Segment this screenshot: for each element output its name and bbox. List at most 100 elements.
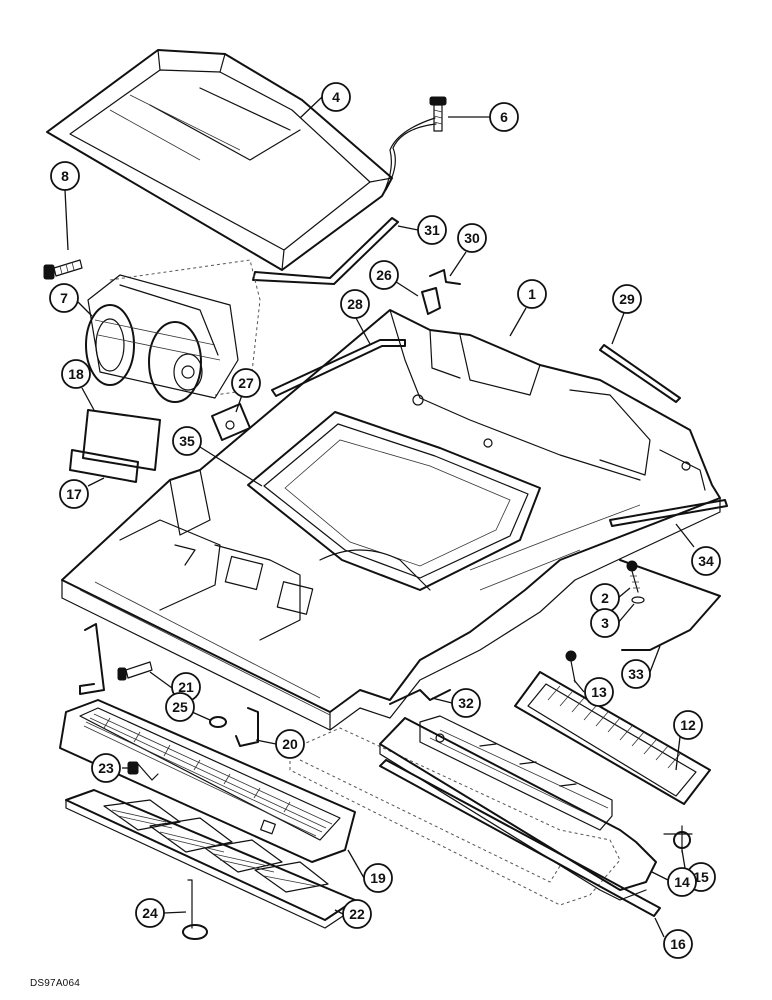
callout-25: 25 xyxy=(165,692,195,722)
part-pad-17 xyxy=(69,449,139,483)
part-roof-frame xyxy=(61,309,721,731)
callout-34: 34 xyxy=(691,546,721,576)
callout-number: 2 xyxy=(601,590,609,606)
callout-number: 15 xyxy=(693,869,709,885)
callout-circle xyxy=(590,608,620,638)
callout-number: 14 xyxy=(674,874,690,890)
callout-16: 16 xyxy=(663,929,693,959)
part-hidden-panel xyxy=(289,727,621,906)
callout-1: 1 xyxy=(517,279,547,309)
callout-circle xyxy=(231,368,261,398)
callout-6: 6 xyxy=(489,102,519,132)
part-screw-8 xyxy=(43,259,83,280)
callout-number: 34 xyxy=(698,553,714,569)
callout-number: 12 xyxy=(680,717,696,733)
callout-circle xyxy=(612,284,642,314)
callout-14: 14 xyxy=(667,867,697,897)
callout-circle xyxy=(517,279,547,309)
callout-33: 33 xyxy=(621,659,651,689)
part-louver-12 xyxy=(514,671,711,805)
callout-31: 31 xyxy=(417,215,447,245)
part-cover xyxy=(46,49,437,271)
callout-circle xyxy=(369,260,399,290)
callout-number: 6 xyxy=(500,109,508,125)
callout-circle xyxy=(417,215,447,245)
callout-circle xyxy=(340,289,370,319)
callout-12: 12 xyxy=(673,710,703,740)
part-seal-29 xyxy=(599,344,681,403)
part-block-27 xyxy=(211,403,251,441)
callout-circle xyxy=(275,729,305,759)
part-seal-28 xyxy=(271,339,406,397)
part-gasket-31 xyxy=(252,217,399,285)
callout-number: 8 xyxy=(61,168,69,184)
callout-number: 28 xyxy=(347,296,363,312)
callout-circle xyxy=(457,223,487,253)
callout-number: 29 xyxy=(619,291,635,307)
callout-number: 26 xyxy=(376,267,392,283)
part-screw-6 xyxy=(429,96,447,132)
callout-number: 24 xyxy=(142,905,158,921)
callout-18: 18 xyxy=(61,359,91,389)
callout-19: 19 xyxy=(363,863,393,893)
part-blower-assembly xyxy=(85,259,261,403)
part-knob-15 xyxy=(663,825,693,853)
callout-circle xyxy=(363,863,393,893)
callout-number: 23 xyxy=(98,760,114,776)
callout-number: 20 xyxy=(282,736,298,752)
part-screw-23 xyxy=(127,761,159,781)
callout-22: 22 xyxy=(342,899,372,929)
part-pad-18 xyxy=(82,409,161,471)
callout-number: 25 xyxy=(172,699,188,715)
callout-26: 26 xyxy=(369,260,399,290)
callout-2: 2 xyxy=(590,583,620,613)
leader-lines xyxy=(64,96,695,938)
callout-circle xyxy=(49,283,79,313)
part-washer-3 xyxy=(631,596,645,604)
callout-29: 29 xyxy=(612,284,642,314)
callout-17: 17 xyxy=(59,479,89,509)
callout-13: 13 xyxy=(584,677,614,707)
part-rail-34 xyxy=(609,499,728,527)
callout-number: 16 xyxy=(670,936,686,952)
callout-7: 7 xyxy=(49,283,79,313)
callout-number: 31 xyxy=(424,222,440,238)
part-bracket-30 xyxy=(429,269,461,285)
callout-number: 33 xyxy=(628,666,644,682)
part-bracket-20 xyxy=(235,707,259,747)
callout-number: 3 xyxy=(601,615,609,631)
callout-circle xyxy=(584,677,614,707)
callout-circle xyxy=(489,102,519,132)
callout-number: 17 xyxy=(66,486,82,502)
part-rod-33 xyxy=(619,559,721,651)
callout-number: 19 xyxy=(370,870,386,886)
callout-number: 4 xyxy=(332,89,340,105)
callout-circle xyxy=(135,898,165,928)
callout-number: 18 xyxy=(68,366,84,382)
callout-number: 35 xyxy=(179,433,195,449)
callout-circle xyxy=(172,426,202,456)
callout-8: 8 xyxy=(50,161,80,191)
callout-28: 28 xyxy=(340,289,370,319)
callout-4: 4 xyxy=(321,82,351,112)
callout-24: 24 xyxy=(135,898,165,928)
callout-circle xyxy=(59,479,89,509)
callout-circle xyxy=(451,688,481,718)
callout-circle xyxy=(621,659,651,689)
callout-23: 23 xyxy=(91,753,121,783)
part-vent-housing-14 xyxy=(379,715,657,901)
callout-20: 20 xyxy=(275,729,305,759)
callout-number: 27 xyxy=(238,375,254,391)
callout-32: 32 xyxy=(451,688,481,718)
callout-number: 21 xyxy=(178,679,194,695)
part-clip-26 xyxy=(421,287,441,315)
part-screw-13 xyxy=(565,650,577,683)
callout-number: 22 xyxy=(349,906,365,922)
callout-number: 13 xyxy=(591,684,607,700)
callout-number: 30 xyxy=(464,230,480,246)
callout-number: 32 xyxy=(458,695,474,711)
part-grille-22 xyxy=(65,789,356,929)
callout-circle xyxy=(691,546,721,576)
